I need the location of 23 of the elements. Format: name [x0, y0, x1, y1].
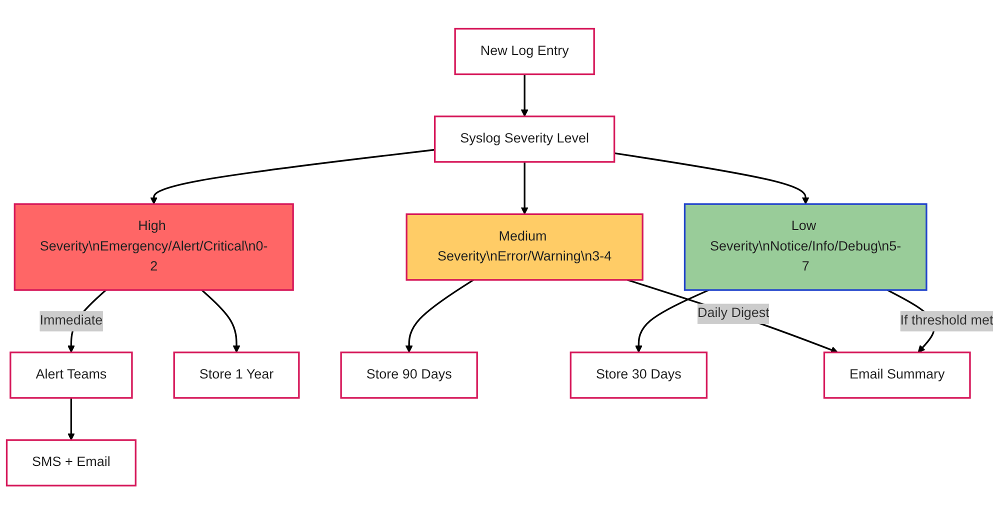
arrow: [614, 152, 810, 205]
edge-label: If threshold met: [900, 314, 994, 328]
node-box: Store 1 Year: [173, 352, 300, 400]
node-box: High Severity\nEmergency/Alert/Critical\n0-2: [14, 204, 294, 292]
node-box: Store 90 Days: [340, 352, 478, 400]
node-box: Store 30 Days: [570, 352, 708, 400]
edge-label: Immediate: [40, 314, 103, 328]
arrow: [627, 279, 838, 354]
node-box: Medium Severity\nError/Warning\n3-4: [406, 214, 644, 282]
node-box: Syslog Severity Level: [434, 116, 616, 164]
arrow: [634, 290, 710, 354]
arrow: [150, 149, 435, 205]
arrow: [520, 74, 528, 118]
node-box: Email Summary: [823, 352, 971, 400]
arrow: [68, 398, 75, 441]
arrow: [201, 290, 240, 354]
node-box: New Log Entry: [454, 28, 595, 76]
node-box: Low Severity\nNotice/Info/Debug\n5-7: [684, 204, 928, 292]
edge-label: Daily Digest: [697, 306, 770, 321]
arrow: [405, 280, 474, 354]
node-box: Alert Teams: [10, 352, 133, 400]
arrow: [520, 162, 528, 215]
node-box: SMS + Email: [6, 440, 136, 487]
